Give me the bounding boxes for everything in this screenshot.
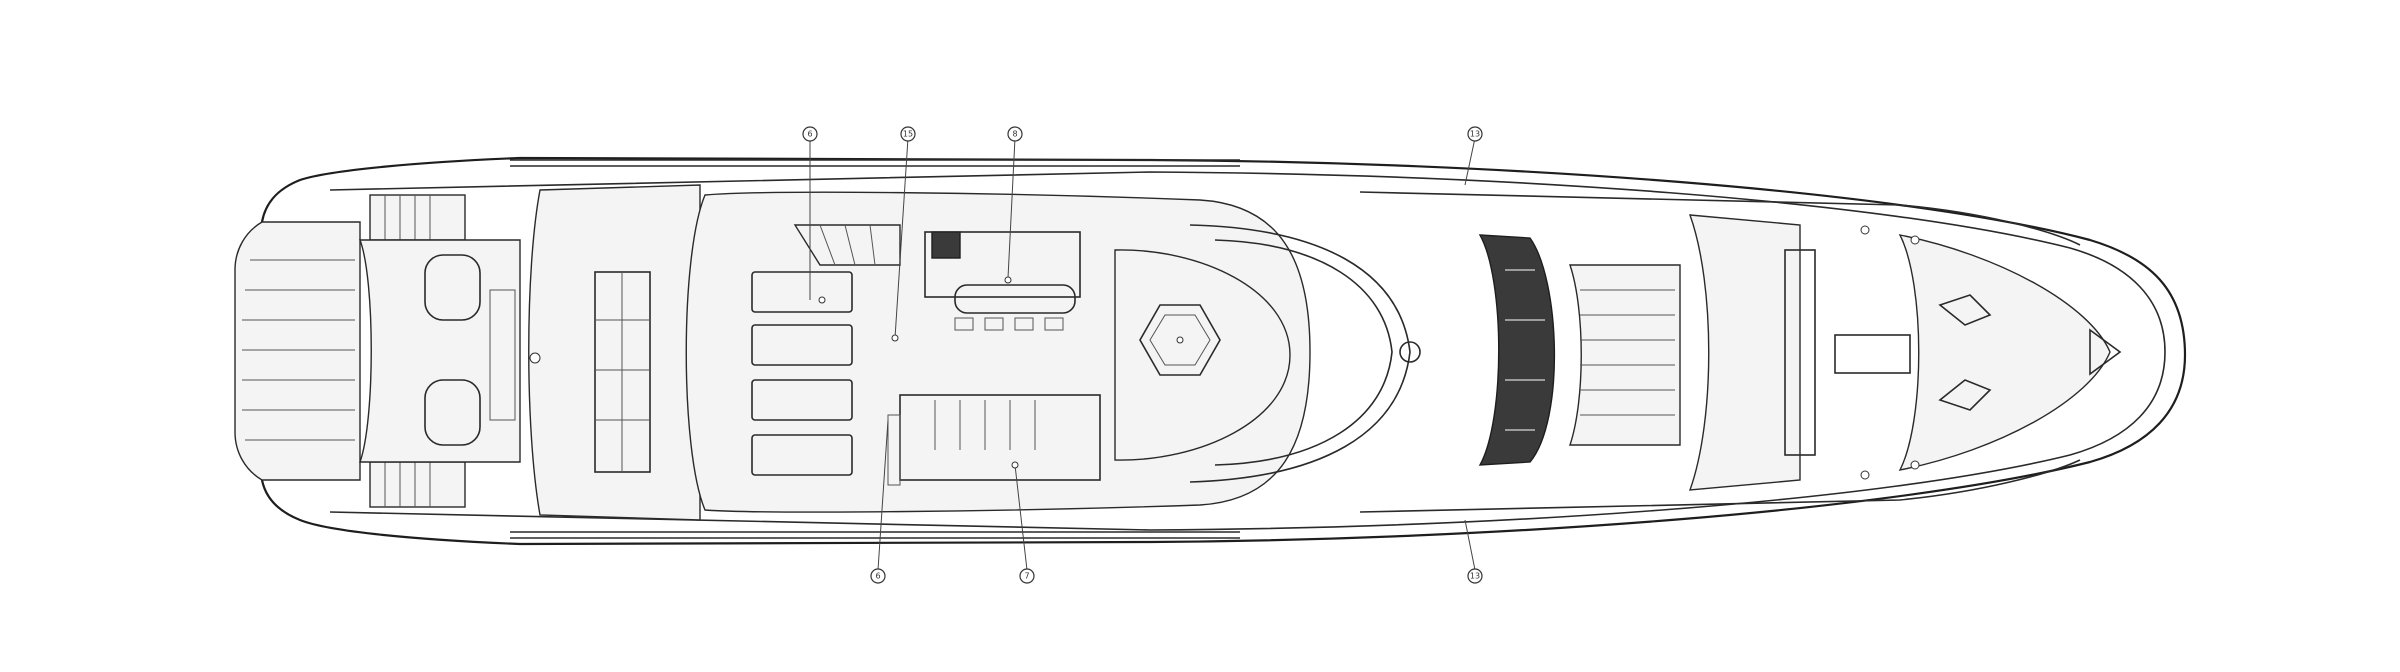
bow-deck [1898, 234, 2111, 471]
callout-top-3: 8 [1004, 126, 1023, 284]
svg-text:6: 6 [875, 572, 880, 581]
rub-rail [329, 171, 2166, 531]
flybridge-bar [954, 284, 1076, 314]
aft-sunpad-bottom [424, 379, 481, 446]
aft-cockpit [358, 239, 521, 463]
windshield-glass [1478, 234, 1556, 466]
foredeck-seating [1688, 214, 1801, 491]
dining-side-shelf [887, 414, 901, 486]
anchor-chain-bottom [1938, 379, 1992, 411]
callout-top-1: 6 [802, 126, 826, 304]
aft-deck-post [529, 352, 541, 364]
stern-stairs-top [369, 194, 466, 241]
bow-pulpit [2089, 328, 2122, 376]
svg-text:13: 13 [1470, 572, 1480, 581]
svg-text:7: 7 [1024, 572, 1029, 581]
superstructure-inner [1214, 239, 1393, 466]
flybridge-sunbeds [751, 271, 853, 476]
superstructure [1189, 224, 1411, 483]
foredeck-sunpad [1569, 264, 1681, 446]
galley-counter [924, 231, 1081, 298]
swim-platform-planking [242, 259, 355, 441]
aft-table [489, 289, 516, 421]
dining-table-slats [934, 400, 1036, 450]
foredeck-hatch [1834, 334, 1911, 374]
side-deck-top [1359, 191, 2081, 246]
mast-base [1399, 341, 1421, 363]
callout-top-4: 13 [1464, 126, 1483, 186]
side-deck-bottom [1359, 459, 2081, 513]
sunpad-lines [1580, 289, 1675, 416]
jacuzzi-deck [1114, 249, 1291, 461]
top-rail [510, 159, 1240, 167]
aft-sunpad-top [424, 254, 481, 321]
svg-text:6: 6 [807, 130, 812, 139]
aft-deck-lounge [528, 184, 701, 521]
svg-text:13: 13 [1470, 130, 1480, 139]
svg-text:8: 8 [1012, 130, 1017, 139]
svg-text:15: 15 [903, 130, 913, 139]
callout-bottom-1: 6 [870, 419, 889, 584]
bar-stools [954, 317, 1064, 331]
foredeck-bench [1784, 249, 1816, 456]
callout-bottom-2: 7 [1011, 461, 1035, 584]
callout-top-2: 15 [891, 126, 916, 342]
bottom-rail [510, 531, 1240, 539]
grill-unit [931, 231, 961, 259]
anchor-chain-top [1938, 294, 1992, 326]
stern-stairs-bottom [369, 461, 466, 508]
jacuzzi-hexagon [1139, 304, 1221, 376]
callout-bottom-3: 13 [1464, 519, 1483, 584]
swim-platform [234, 221, 361, 481]
